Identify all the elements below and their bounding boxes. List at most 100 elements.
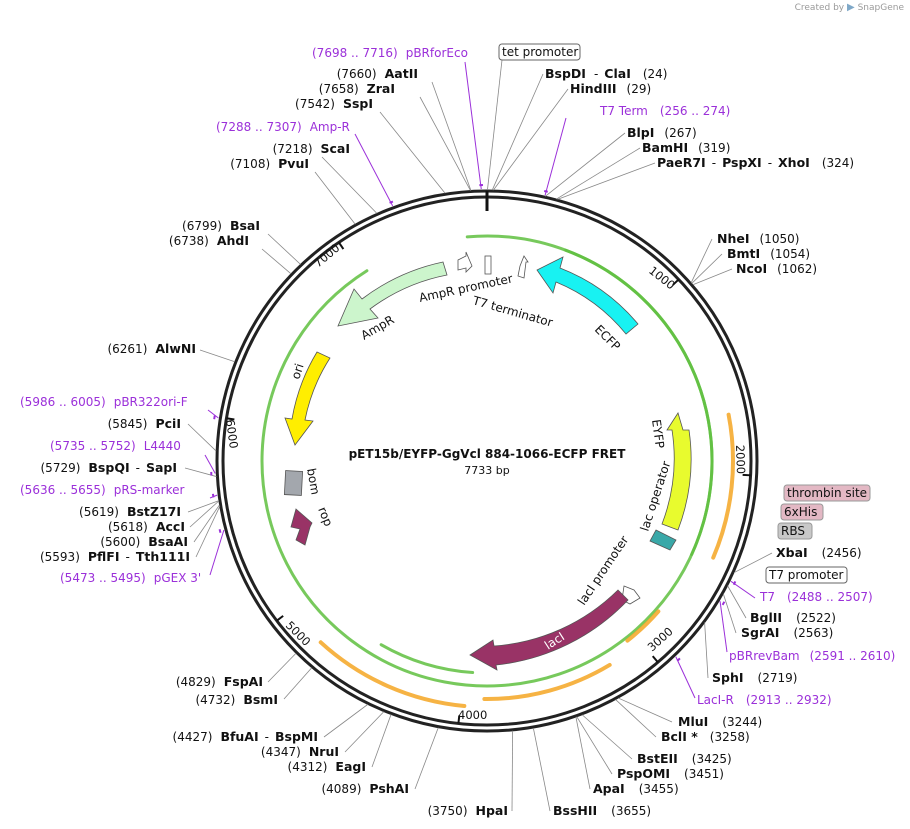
leader-line xyxy=(557,162,656,200)
enzyme-bspqi-sapi: (5729)BspQI-SapI xyxy=(41,460,178,475)
leader-line xyxy=(556,147,641,200)
enzyme-pvui: (7108)PvuI xyxy=(230,156,309,171)
leader-line xyxy=(690,238,713,283)
primer-leader xyxy=(719,601,728,653)
leader-line xyxy=(581,714,633,760)
enzyme-bglii: BglII(2522) xyxy=(750,610,836,625)
enzyme-pshai: (4089)PshAI xyxy=(321,781,409,796)
enzyme-nhei: NheI(1050) xyxy=(717,231,799,246)
leader-line xyxy=(414,727,439,790)
feature-ori[interactable] xyxy=(284,351,331,446)
feature-laci[interactable] xyxy=(469,589,629,671)
primer-pgex3: (5473 .. 5495)pGEX 3' xyxy=(60,571,201,585)
box-rbs xyxy=(777,522,813,540)
leader-line xyxy=(189,500,220,528)
primer-l4440: (5735 .. 5752)L4440 xyxy=(50,439,181,453)
enzyme-bmti: BmtI(1054) xyxy=(727,246,810,261)
enzyme-mlui: MluI(3244) xyxy=(678,714,762,729)
primer-leader xyxy=(675,656,696,699)
feature-label-bom: bom xyxy=(304,467,322,496)
leader-line xyxy=(187,423,217,452)
enzyme-fspai: (4829)FspAI xyxy=(176,674,263,689)
primer-pbrrevbam: pBRrevBam(2591 .. 2610) xyxy=(729,649,895,663)
orf-arc-outer-1 xyxy=(711,412,735,560)
feature-label-rop: rop xyxy=(315,505,335,528)
enzyme-sspi: (7542)SspI xyxy=(295,96,373,111)
tick-5000 xyxy=(276,615,284,622)
enzyme-xbai: XbaI(2456) xyxy=(776,545,862,560)
snapgene-logo-icon: ▶ xyxy=(847,2,855,13)
plasmid-size: 7733 bp xyxy=(464,464,509,477)
tick-7000 xyxy=(338,241,345,250)
primer-laci-r: LacI-R(2913 .. 2932) xyxy=(697,693,832,707)
tick-3000 xyxy=(651,655,659,663)
enzyme-bsaai: (5600)BsaAI xyxy=(100,534,188,549)
feature-label-ori: ori xyxy=(289,362,307,381)
tick-1000 xyxy=(672,278,680,286)
enzyme-bsteii: BstEII(3425) xyxy=(637,751,732,766)
leader-line xyxy=(722,593,737,634)
primer-mark xyxy=(389,200,394,204)
feature-rop-site xyxy=(484,255,492,275)
leader-line xyxy=(199,349,235,363)
enzyme-pcii: (5845)PciI xyxy=(108,416,181,431)
feature-rop[interactable] xyxy=(290,508,313,546)
features: AmpR AmpR promoter T7 terminator ECFP or… xyxy=(283,251,692,671)
primer-mark xyxy=(676,657,681,662)
snapgene-brand-text: SnapGene xyxy=(857,3,904,13)
left-labels: (7660)AatII (7658)ZraI (7542)SspI (7218)… xyxy=(40,66,508,818)
primer-mark xyxy=(544,190,548,193)
enzyme-bsai: (6799)BsaI xyxy=(182,218,260,233)
enzyme-bspdi-clai: BspDI-ClaI(24) xyxy=(545,66,667,81)
feature-t7-terminator[interactable] xyxy=(517,255,529,279)
orf-arc-outer-4 xyxy=(318,640,467,708)
feature-label-t7-terminator: T7 terminator xyxy=(470,293,554,330)
leader-line xyxy=(314,171,356,225)
box-thrombin-site xyxy=(783,484,871,502)
tick-marks xyxy=(226,241,751,724)
primer-labels: (7698 .. 7716)pBRforEco (7288 .. 7307)Am… xyxy=(20,46,895,707)
feature-ampr-promoter[interactable] xyxy=(457,251,473,273)
leader-line xyxy=(576,716,613,775)
orf-arc-outer-2 xyxy=(625,609,661,643)
tick-label-1000: 1000 xyxy=(646,263,678,292)
feature-bom[interactable] xyxy=(283,470,304,496)
leader-line xyxy=(491,73,544,191)
leader-line xyxy=(187,500,220,513)
primer-mark xyxy=(732,580,737,586)
label-tet-promoter: tet promoter xyxy=(502,45,578,59)
enzyme-bcli: BclI *(3258) xyxy=(661,729,750,744)
enzyme-acci: (5618)AccI xyxy=(108,519,185,534)
enzyme-pspomi: PspOMI(3451) xyxy=(617,766,724,781)
orf-arc-green-inner xyxy=(379,643,475,675)
leader-line xyxy=(371,714,392,768)
feature-lac-operator[interactable] xyxy=(649,529,677,551)
primer-amp-r: (7288 .. 7307)Amp-R xyxy=(216,120,350,134)
created-by-text: Created by xyxy=(794,3,845,13)
feature-ecfp[interactable] xyxy=(536,256,639,335)
enzyme-scai: (7218)ScaI xyxy=(273,141,350,156)
leader-line xyxy=(727,585,747,619)
tick-label-7000: 7000 xyxy=(311,241,342,271)
enzyme-sphi: SphI(2719) xyxy=(712,670,797,685)
enzyme-paer7i-pspxi-xhoi: PaeR7I-PspXI-XhoI(324) xyxy=(657,155,854,170)
leader-line xyxy=(704,622,709,679)
primer-mark xyxy=(721,601,726,606)
feature-ampr[interactable] xyxy=(337,261,448,327)
label-thrombin-site: thrombin site xyxy=(787,486,867,500)
leader-line xyxy=(618,697,673,723)
primer-leader xyxy=(209,529,225,576)
leader-line xyxy=(344,711,385,753)
enzyme-Arui: (4347)NruI xyxy=(261,744,339,759)
leader-line xyxy=(267,652,297,683)
enzyme-ncoi: NcoI(1062) xyxy=(736,261,817,276)
orf-arc-ecfp-eyfp xyxy=(564,248,714,556)
primer-leader xyxy=(354,133,394,207)
feature-eyfp[interactable] xyxy=(661,412,692,531)
enzyme-blpi: BlpI(267) xyxy=(627,125,697,140)
enzyme-ahdi: (6738)AhdI xyxy=(169,233,249,248)
leader-line xyxy=(493,88,569,191)
primer-pbrforeco: (7698 .. 7716)pBRforEco xyxy=(312,46,468,60)
enzyme-bamhi: BamHI(319) xyxy=(642,140,730,155)
